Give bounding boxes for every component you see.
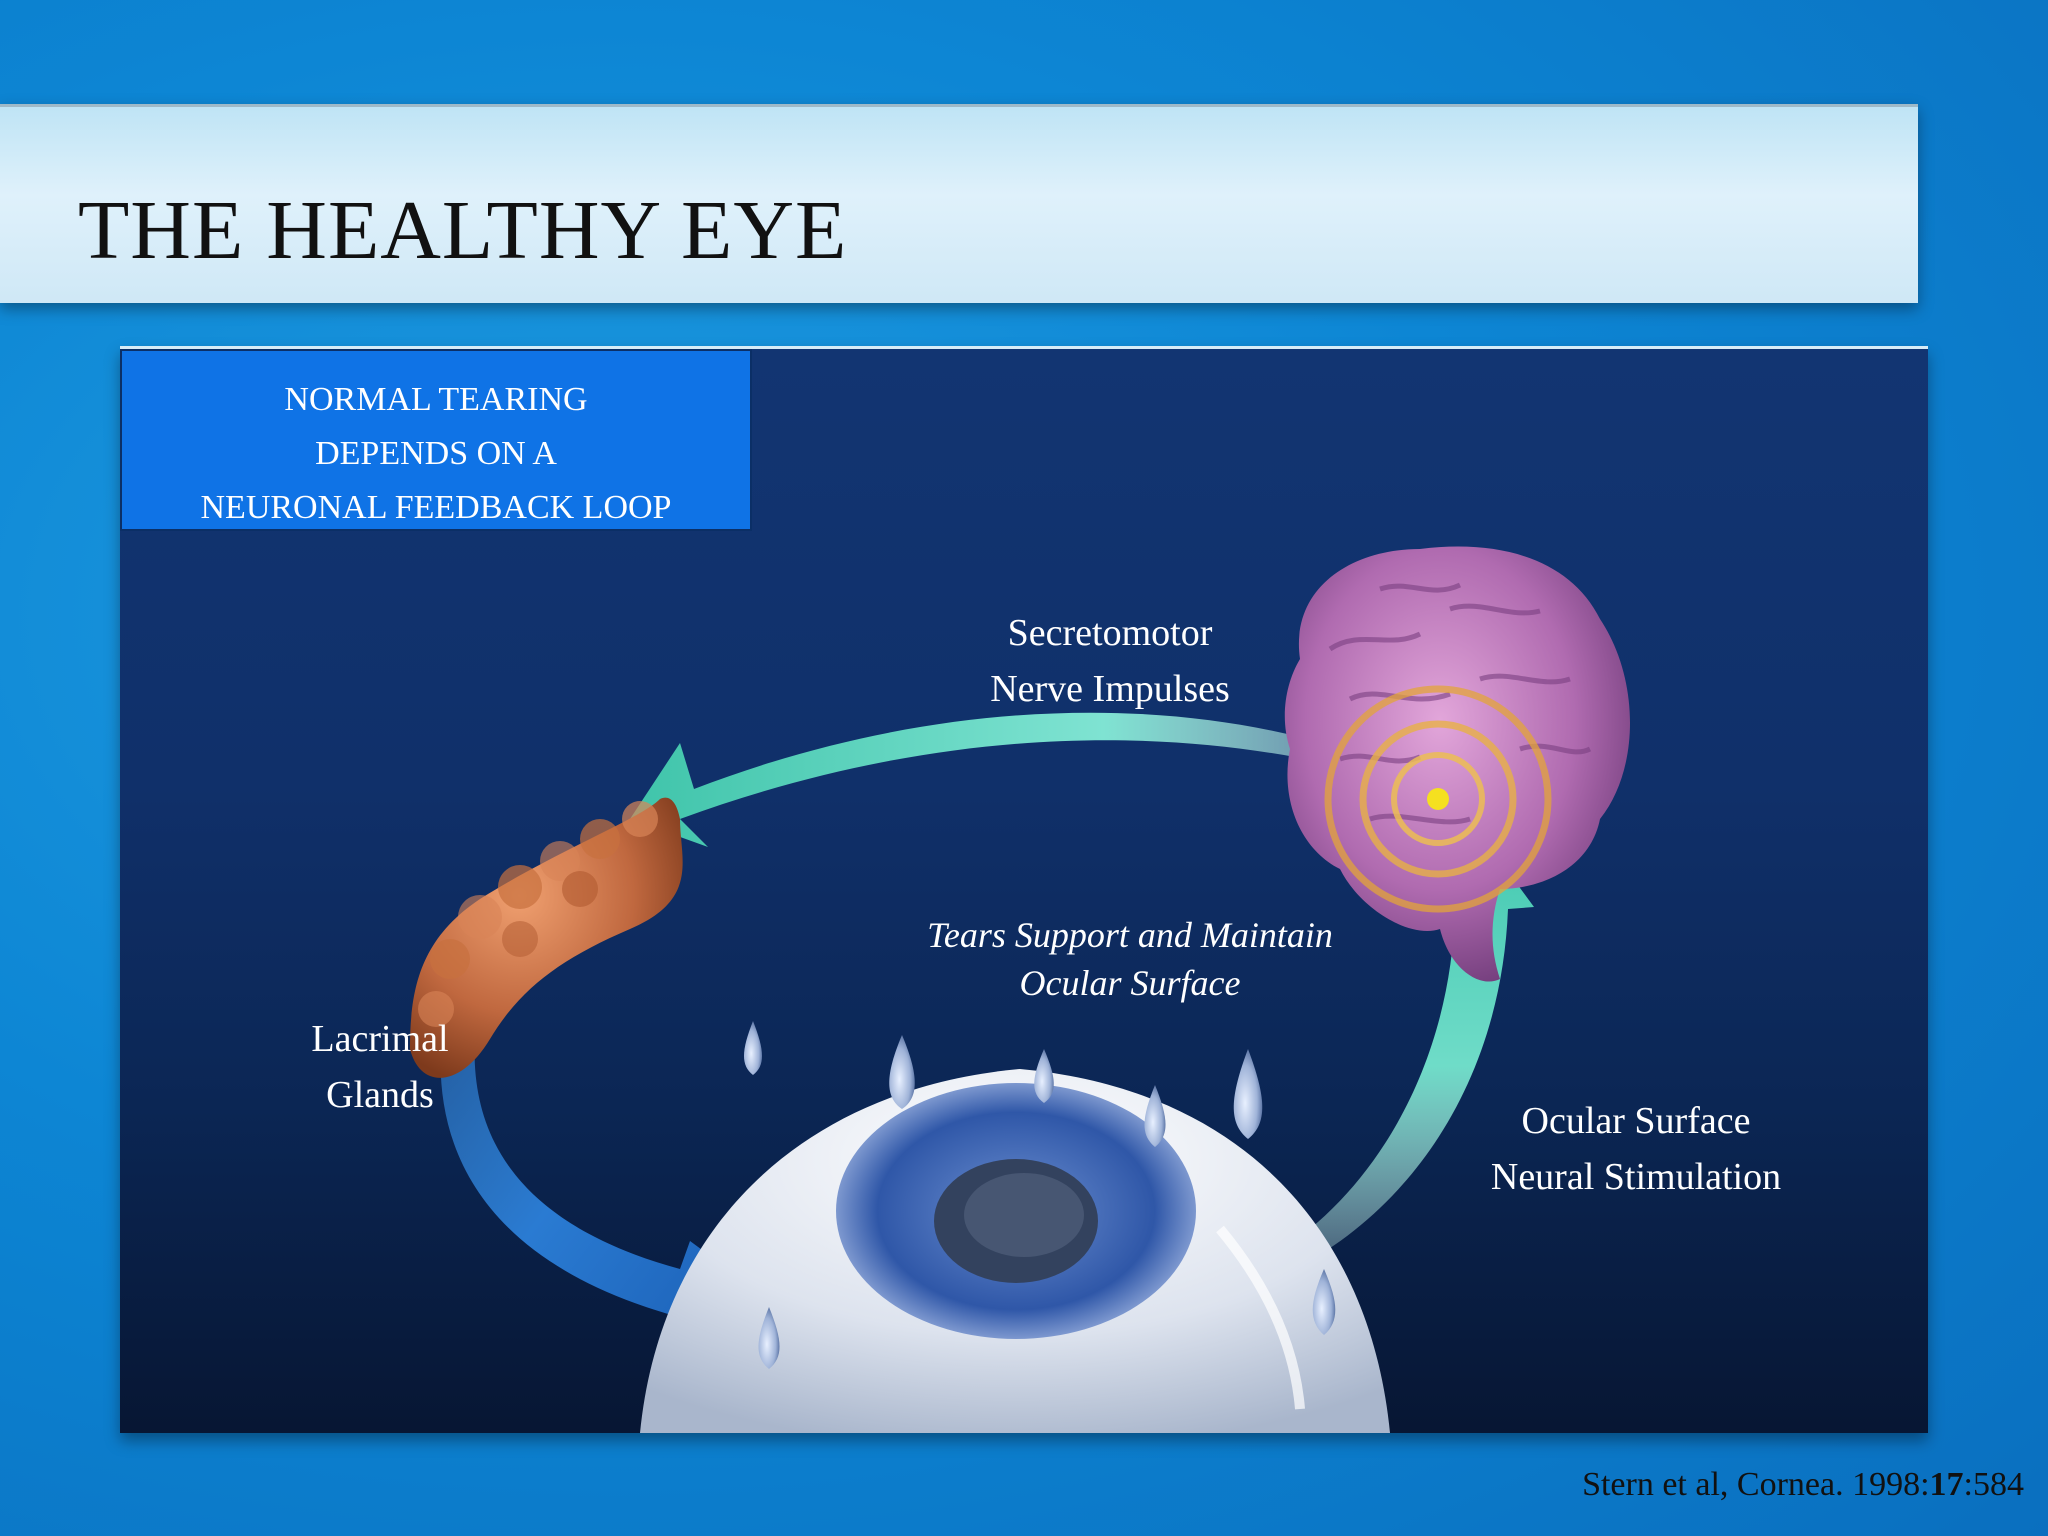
- tears-support-label: Tears Support and Maintain Ocular Surfac…: [820, 911, 1440, 1007]
- tears-support-label-line-1: Tears Support and Maintain: [927, 915, 1333, 955]
- tear-drops: [743, 1021, 1336, 1369]
- info-box-line-2: DEPENDS ON A: [315, 435, 557, 472]
- ocular-surface-label-line-2: Neural Stimulation: [1490, 1156, 1782, 1198]
- info-box: NORMAL TEARING DEPENDS ON A NEURONAL FEE…: [120, 349, 752, 531]
- lacrimal-glands-label-line-1: Lacrimal: [311, 1018, 449, 1060]
- brain-image: [1284, 546, 1630, 982]
- diagram-panel: NORMAL TEARING DEPENDS ON A NEURONAL FEE…: [120, 346, 1928, 1433]
- info-box-line-3: NEURONAL FEEDBACK LOOP: [200, 489, 672, 526]
- title-bar: [0, 104, 1918, 303]
- feedback-loop-illustration: [410, 546, 1630, 1433]
- tears-support-label-line-2: Ocular Surface: [1019, 963, 1241, 1003]
- lacrimal-glands-label: Lacrimal Glands: [230, 1011, 530, 1123]
- ocular-surface-label: Ocular Surface Neural Stimulation: [1436, 1093, 1836, 1205]
- citation-volume: 17: [1929, 1466, 1964, 1503]
- secretomotor-arrow: [630, 712, 1420, 847]
- eye-image: [640, 1069, 1390, 1433]
- lacrimal-gland-image: [410, 797, 683, 1078]
- secretomotor-label-line-1: Secretomotor: [1007, 612, 1213, 654]
- info-box-line-1: NORMAL TEARING: [284, 381, 588, 418]
- secretomotor-label-line-2: Nerve Impulses: [990, 668, 1230, 710]
- citation-prefix: Stern et al, Cornea. 1998:: [1582, 1466, 1930, 1503]
- secretomotor-label: Secretomotor Nerve Impulses: [840, 605, 1380, 717]
- citation-suffix: :584: [1963, 1466, 2024, 1503]
- ocular-surface-label-line-1: Ocular Surface: [1521, 1100, 1751, 1142]
- citation: Stern et al, Cornea. 1998:17:584: [1582, 1466, 2024, 1504]
- slide-title: THE HEALTHY EYE: [78, 184, 848, 277]
- lacrimal-glands-label-line-2: Glands: [326, 1074, 434, 1116]
